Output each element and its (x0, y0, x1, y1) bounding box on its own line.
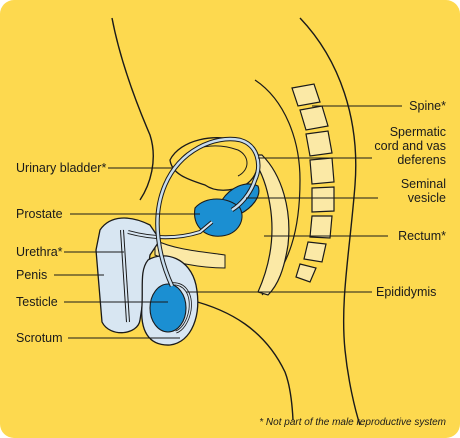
label-seminal-vesicle: Seminal vesicle (401, 177, 446, 205)
urethra-tube-inner (121, 229, 129, 323)
label-rectum: Rectum* (398, 229, 446, 243)
vas-deferens-inner (156, 137, 260, 287)
thigh-outline (189, 299, 294, 421)
label-seminal-vesicle-line1: Seminal (400, 177, 446, 191)
footnote: * Not part of the male reproductive syst… (259, 417, 446, 428)
spine-vertebrae (291, 83, 335, 283)
label-epididymis: Epididymis (376, 285, 437, 299)
label-spermatic-cord: Spermatic cord and vas deferens (374, 125, 446, 167)
testicle-shape (149, 283, 187, 333)
label-testicle: Testicle (16, 295, 58, 309)
label-scrotum: Scrotum (16, 331, 63, 345)
label-spermatic-cord-line3: deferens (397, 153, 446, 167)
label-prostate: Prostate (16, 207, 63, 221)
urethra-path-inner (127, 221, 213, 239)
label-urinary-bladder: Urinary bladder* (16, 161, 107, 175)
epididymis-shape-inner (169, 283, 192, 333)
label-spine: Spine* (409, 99, 446, 113)
abdomen-outline (111, 17, 154, 201)
label-spermatic-cord-line2: cord and vas (374, 139, 446, 153)
label-spermatic-cord-line1: Spermatic (389, 125, 446, 139)
label-urethra: Urethra* (16, 245, 63, 259)
leader-lines (54, 105, 402, 339)
back-outline (299, 17, 361, 426)
label-seminal-vesicle-line2: vesicle (407, 191, 446, 205)
label-penis: Penis (16, 268, 48, 282)
